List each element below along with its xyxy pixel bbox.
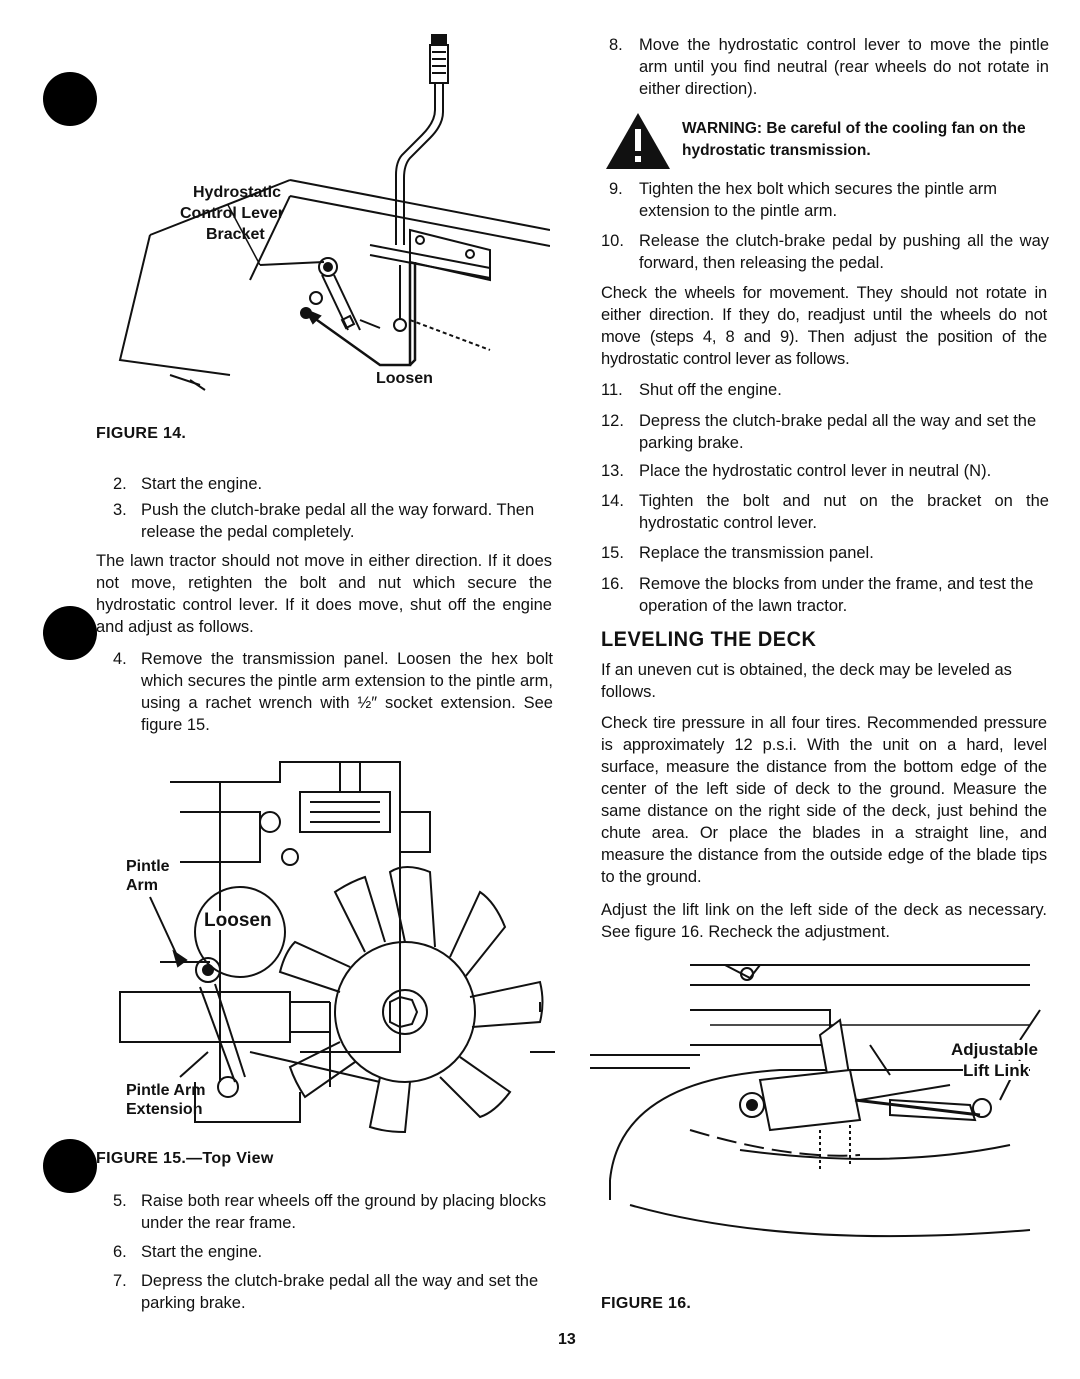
step-text: Raise both rear wheels off the ground by… [141, 1192, 547, 1232]
step-number: 10. [601, 232, 624, 250]
step-text: Replace the transmission panel. [639, 544, 874, 562]
step-text: Depress the clutch-brake pedal all the w… [141, 1272, 539, 1312]
figure-16-illustration [590, 964, 1041, 1238]
step-text: Depress the clutch-brake pedal all the w… [639, 412, 1037, 452]
figure-14-caption: FIGURE 14. [96, 425, 187, 442]
warning-icon [606, 113, 670, 169]
paragraph-tractor-should-not-move: The lawn tractor should not move in eith… [96, 552, 552, 636]
step-text: Move the hydrostatic control lever to mo… [639, 36, 1049, 98]
step-text: Push the clutch-brake pedal all the way … [141, 501, 535, 541]
step-number: 12. [601, 412, 624, 430]
figure-14-label-loosen: Loosen [376, 370, 433, 387]
step-text: Tighten the hex bolt which secures the p… [639, 180, 997, 220]
step-number: 2. [113, 475, 127, 493]
step-text: Remove the transmission panel. Loosen th… [141, 650, 553, 734]
step-number: 15. [601, 544, 624, 562]
figure-15-label-pintle-arm-text: Pintle Arm [126, 858, 170, 894]
figure-16-label-lift-link: Lift Link [963, 1061, 1030, 1080]
figure-16-caption: FIGURE 16. [601, 1295, 692, 1312]
figure-16-label-adjustable: Adjustable [951, 1040, 1038, 1059]
step-text: Remove the blocks from under the frame, … [639, 575, 1034, 615]
step-text: Release the clutch-brake pedal by pushin… [639, 232, 1049, 272]
step-number: 3. [113, 501, 127, 519]
figure-15-label-pintle-arm: Pintle Arm [126, 857, 206, 895]
figure-14-label-hydrostatic: Hydrostatic [193, 184, 282, 201]
binder-hole-top [43, 72, 97, 126]
step-number: 7. [113, 1272, 127, 1290]
figure-15-label-loosen: Loosen [204, 910, 272, 931]
step-text: Start the engine. [141, 475, 263, 493]
binder-hole-bottom [43, 1139, 97, 1193]
step-number: 14. [601, 492, 624, 510]
step-text: Start the engine. [141, 1243, 263, 1261]
binder-hole-middle [43, 606, 97, 660]
step-text: Shut off the engine. [639, 381, 782, 399]
figure-15-label-extension: Pintle Arm Extension [126, 1081, 216, 1119]
warning-text: WARNING: Be careful of the cooling fan o… [682, 120, 1026, 159]
figure-14-label-control-lever: Control Lever [180, 205, 285, 222]
paragraph-leveling-intro: If an uneven cut is obtained, the deck m… [601, 661, 1012, 701]
step-number: 11. [601, 381, 623, 399]
figure-14-illustration [118, 34, 550, 391]
page-number: 13 [558, 1331, 576, 1348]
section-heading-leveling-the-deck: LEVELING THE DECK [601, 628, 817, 651]
figure-15-caption: FIGURE 15.—Top View [96, 1150, 274, 1167]
figure-14-label-bracket: Bracket [206, 226, 265, 243]
paragraph-leveling-check-tire: Check tire pressure in all four tires. R… [601, 714, 1047, 886]
step-number: 13. [601, 462, 624, 480]
figure-15-label-extension-text: Pintle Arm Extension [126, 1082, 206, 1118]
step-number: 9. [609, 180, 623, 198]
step-number: 4. [113, 650, 127, 668]
paragraph-leveling-adjust: Adjust the lift link on the left side of… [601, 901, 1047, 941]
figure-15-illustration [119, 761, 555, 1134]
paragraph-check-wheels: Check the wheels for movement. They shou… [601, 284, 1047, 368]
step-number: 16. [601, 575, 624, 593]
step-number: 8. [609, 36, 623, 54]
step-text: Tighten the bolt and nut on the bracket … [639, 492, 1049, 532]
step-number: 6. [113, 1243, 127, 1261]
step-text: Place the hydrostatic control lever in n… [639, 462, 992, 480]
step-number: 5. [113, 1192, 127, 1210]
